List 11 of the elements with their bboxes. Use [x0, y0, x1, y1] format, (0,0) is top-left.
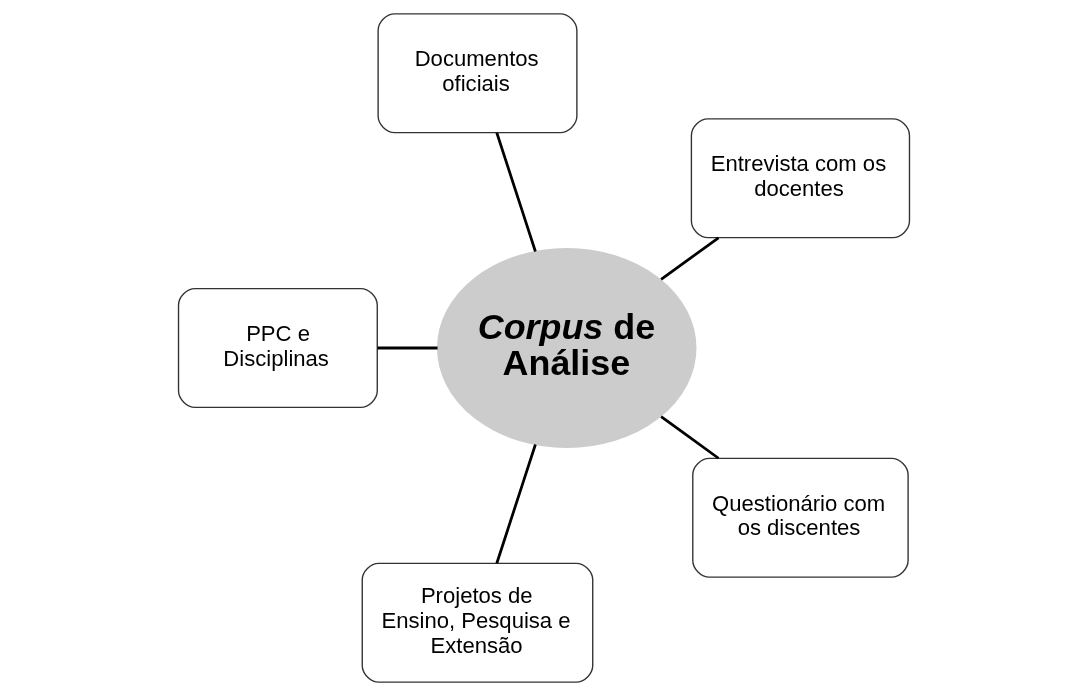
connector [659, 415, 719, 460]
connector [377, 346, 438, 350]
node-box: Documentos oficiais [376, 13, 578, 134]
connector [659, 236, 719, 281]
node-box: PPC e Disciplinas [177, 287, 378, 409]
node-box: Projetos de Ensino, Pesquisa e Extensão [361, 562, 593, 683]
node-box: Questionário com os discentes [691, 457, 909, 578]
node-ellipse: Corpus de Análise [436, 247, 696, 449]
node-box: Entrevista com os docentes [690, 118, 910, 239]
connector [495, 132, 537, 252]
connector [495, 444, 537, 564]
